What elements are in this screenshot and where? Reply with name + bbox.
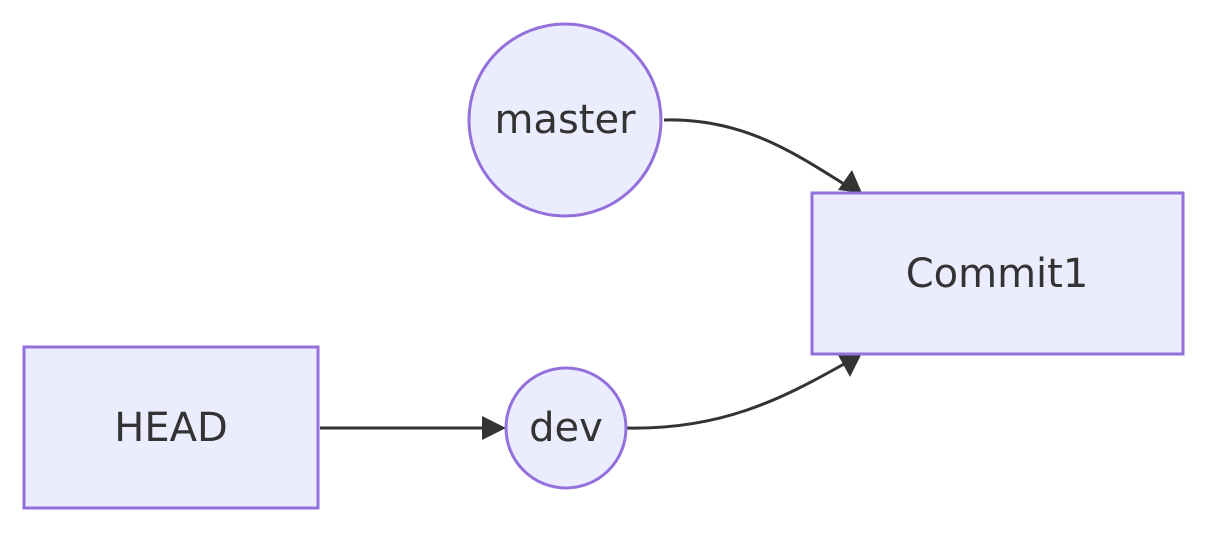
node-master-label: master xyxy=(494,97,636,143)
arrowhead-master-commit1 xyxy=(838,170,862,193)
arrowhead-head-dev xyxy=(482,416,506,440)
node-head: HEAD xyxy=(22,345,320,510)
node-head-label: HEAD xyxy=(114,405,228,451)
node-master: master xyxy=(467,22,663,218)
node-dev-label: dev xyxy=(529,405,603,451)
node-commit1-label: Commit1 xyxy=(906,251,1089,297)
arrowhead-dev-commit1 xyxy=(838,353,862,377)
edge-dev-to-commit1 xyxy=(626,362,845,430)
node-commit1: Commit1 xyxy=(810,191,1185,356)
edge-master-to-commit1 xyxy=(663,118,845,186)
node-dev: dev xyxy=(504,366,628,490)
